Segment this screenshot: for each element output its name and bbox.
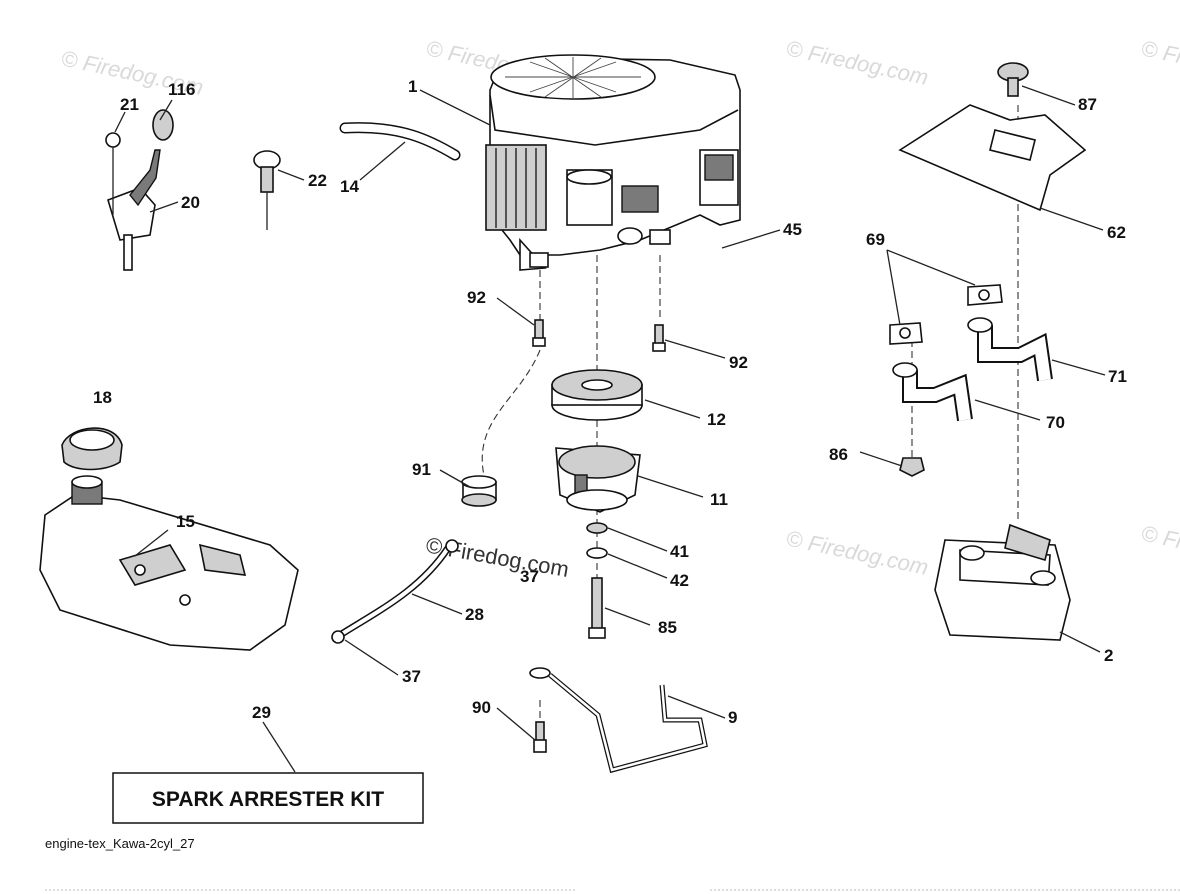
callout-label: 9 [728, 708, 737, 727]
watermark: © Firedog.com [784, 35, 931, 90]
callout-label: 90 [472, 698, 491, 717]
callout-label: 69 [866, 230, 885, 249]
callout-label: 91 [412, 460, 431, 479]
nut-part [899, 457, 925, 477]
knob-part [997, 62, 1029, 97]
callout-label: 92 [729, 353, 748, 372]
callout-labels: 1 116 21 20 22 14 45 87 62 69 92 92 71 1… [93, 77, 1127, 727]
callout-label: 42 [670, 571, 689, 590]
callout-label: 37 [520, 567, 539, 586]
fuel-hose-part [339, 122, 461, 161]
heat-shield-part [898, 104, 1087, 212]
clutch-part [555, 445, 641, 513]
callout-label: 116 [168, 80, 195, 99]
gasket-part [889, 284, 1003, 345]
callout-label: 92 [467, 288, 486, 307]
callout-label: 41 [670, 542, 689, 561]
callout-label: 12 [707, 410, 726, 429]
engine-part [485, 54, 741, 271]
callout-label: 28 [465, 605, 484, 624]
throttle-control-part [105, 109, 174, 271]
callout-label: 1 [408, 77, 417, 96]
callout-label: 15 [176, 512, 195, 531]
bushing-part [461, 475, 497, 507]
watermark: © Firedog.com [1139, 35, 1180, 90]
pulley-part [551, 369, 643, 421]
fuel-cap-part [61, 427, 123, 471]
washer-part [586, 522, 608, 559]
callout-label: 86 [829, 445, 848, 464]
callout-label: 18 [93, 388, 112, 407]
callout-label: 11 [710, 490, 728, 509]
rod-bolt-part [533, 721, 547, 753]
muffler-part [934, 523, 1071, 641]
clutch-bolt-part [588, 577, 606, 639]
dipstick-part [253, 150, 281, 230]
fuel-line-part [336, 544, 452, 639]
callout-label: 37 [402, 667, 421, 686]
callout-label: 70 [1046, 413, 1065, 432]
callout-label: 87 [1078, 95, 1097, 114]
callout-label: 21 [120, 95, 139, 114]
callout-label: 2 [1104, 646, 1113, 665]
bolt-part [532, 319, 666, 352]
callout-label: 62 [1107, 223, 1126, 242]
exhaust-pipe-part [892, 317, 1053, 422]
callout-label: 85 [658, 618, 677, 637]
watermark-center: © Firedog.com [424, 532, 571, 582]
rod-part [529, 667, 708, 774]
watermark: © Firedog.com [1139, 520, 1180, 575]
fuel-tank-part [39, 475, 299, 651]
callout-label: 71 [1108, 367, 1127, 386]
kit-label: SPARK ARRESTER KIT [152, 788, 384, 811]
leader-lines [114, 85, 1106, 773]
callout-label: 20 [181, 193, 200, 212]
hose-clamp-part [331, 539, 459, 644]
spark-arrester-kit-box: SPARK ARRESTER KIT [112, 772, 424, 824]
watermark: © Firedog.com [784, 525, 931, 580]
callout-label: 45 [783, 220, 802, 239]
callout-label: 22 [308, 171, 327, 190]
callout-label: 29 [252, 703, 271, 722]
callout-label: 14 [340, 177, 359, 196]
diagram-code: engine-tex_Kawa-2cyl_27 [45, 836, 195, 851]
